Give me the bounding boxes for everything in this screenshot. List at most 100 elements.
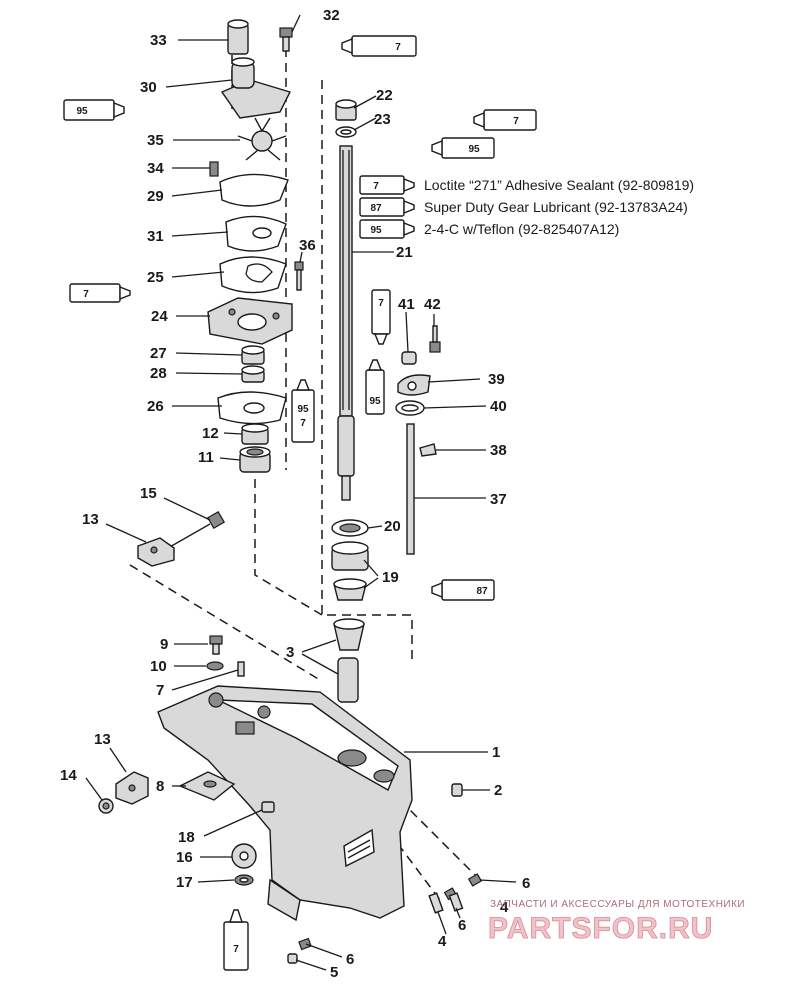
callout: 4	[438, 933, 447, 950]
part-32-screw	[279, 27, 293, 52]
lubricant-tube: 95	[365, 359, 385, 415]
tube-code: 87	[476, 586, 488, 597]
part-34-key	[209, 161, 219, 177]
callout: 34	[147, 160, 164, 177]
callout: 11	[198, 449, 214, 466]
callout: 8	[156, 778, 164, 795]
lubricant-tube: 7	[341, 35, 417, 57]
callout: 41	[398, 296, 415, 313]
tube-code: 7	[83, 289, 89, 300]
callout: 6	[522, 875, 530, 892]
callout: 21	[396, 244, 413, 261]
part-14-nut	[98, 798, 114, 814]
legend-entry: Loctite “271” Adhesive Sealant (92-80981…	[424, 177, 694, 193]
part-29-gasket	[219, 173, 289, 207]
part-22-nut	[335, 99, 357, 121]
tube-code: 7	[378, 298, 384, 309]
part-40-seal	[395, 400, 425, 416]
lubricant-tube: 95	[431, 137, 495, 159]
part-18-nut	[261, 801, 275, 813]
part-3-sleeve	[333, 618, 365, 703]
callout: 33	[150, 32, 167, 49]
tube-code: 7	[233, 944, 239, 955]
callout: 14	[60, 767, 77, 784]
part-4-screws	[428, 892, 464, 914]
watermark: ЗАПЧАСТИ И АКСЕССУАРЫ ДЛЯ МОТОТЕХНИКИ PA…	[488, 899, 745, 945]
part-9-screw	[209, 635, 223, 655]
callout: 28	[150, 365, 167, 382]
tube-code: 87	[370, 203, 382, 214]
callout: 17	[176, 874, 193, 891]
part-11-bearing	[239, 446, 271, 473]
tube-code: 7	[395, 42, 401, 53]
tube-code: 95	[468, 144, 480, 155]
part-13-anode-upper	[137, 537, 175, 567]
callout: 39	[488, 371, 505, 388]
callout: 22	[376, 87, 393, 104]
callout: 23	[374, 111, 391, 128]
callout: 19	[382, 569, 399, 586]
callout: 38	[490, 442, 507, 459]
tube-code: 95	[76, 106, 88, 117]
lubricant-tube: 87	[359, 197, 415, 217]
tube-code-bottom: 7	[300, 418, 306, 429]
callout: 35	[147, 132, 164, 149]
callout: 6	[458, 917, 466, 934]
lubricant-tube: 7	[223, 909, 249, 971]
watermark-brand: PARTSFOR.RU	[488, 912, 713, 945]
callout: 36	[299, 237, 316, 254]
part-10-washer	[206, 661, 224, 671]
callout: 2	[494, 782, 502, 799]
tube-code-top: 95	[297, 404, 309, 415]
part-30-pump-housing	[220, 57, 291, 119]
part-35-impeller	[237, 117, 287, 161]
callout: 37	[490, 491, 507, 508]
callout: 16	[176, 849, 193, 866]
legend-entry: 2-4-C w/Teflon (92-825407A12)	[424, 221, 619, 237]
callout: 26	[147, 398, 164, 415]
part-17-washer	[234, 874, 254, 886]
lubricant-tube: 87	[431, 579, 495, 601]
callout: 18	[178, 829, 195, 846]
callout: 9	[160, 636, 168, 653]
part-37-shift-shaft	[406, 423, 415, 555]
part-28-seal	[241, 365, 265, 383]
lubricant-tube: 95	[359, 219, 415, 239]
part-19-bearing	[331, 541, 369, 601]
tube-code: 95	[369, 396, 381, 407]
callout: 29	[147, 188, 164, 205]
tube-code: 95	[370, 225, 382, 236]
part-26-gasket	[217, 391, 287, 425]
part-16-gear	[231, 843, 257, 869]
part-21-driveshaft	[337, 145, 355, 501]
part-36-screw	[294, 261, 304, 291]
part-33-sleeve	[227, 19, 249, 55]
part-12-bearing	[241, 423, 269, 445]
callout: 15	[140, 485, 157, 502]
callout: 42	[424, 296, 441, 313]
legend: Loctite “271” Adhesive Sealant (92-80981…	[424, 177, 694, 237]
lubricant-tube: 7	[473, 109, 537, 131]
part-1-gear-housing	[157, 685, 413, 922]
callout: 1	[492, 744, 500, 761]
part-5-screw	[287, 953, 298, 964]
callout: 13	[94, 731, 111, 748]
callout: 20	[384, 518, 401, 535]
part-27-seal	[241, 345, 265, 365]
part-15-bolt	[167, 510, 226, 549]
callout: 13	[82, 511, 99, 528]
callout-numbers: 32 33 30 22 23 35 34 29 31 36 21 25 24 4…	[60, 7, 530, 981]
callout: 31	[147, 228, 164, 245]
part-13-anode-lower	[115, 771, 149, 805]
callout: 32	[323, 7, 340, 24]
part-20-seal	[331, 519, 369, 537]
callout: 12	[202, 425, 219, 442]
lubricant-tube: 7	[359, 175, 415, 195]
lubricant-tube: 7	[69, 283, 131, 303]
part-31-plate	[225, 215, 287, 252]
callout: 24	[151, 308, 168, 325]
part-7-screw-top	[237, 661, 245, 677]
assembly-guide-lines	[129, 40, 481, 901]
